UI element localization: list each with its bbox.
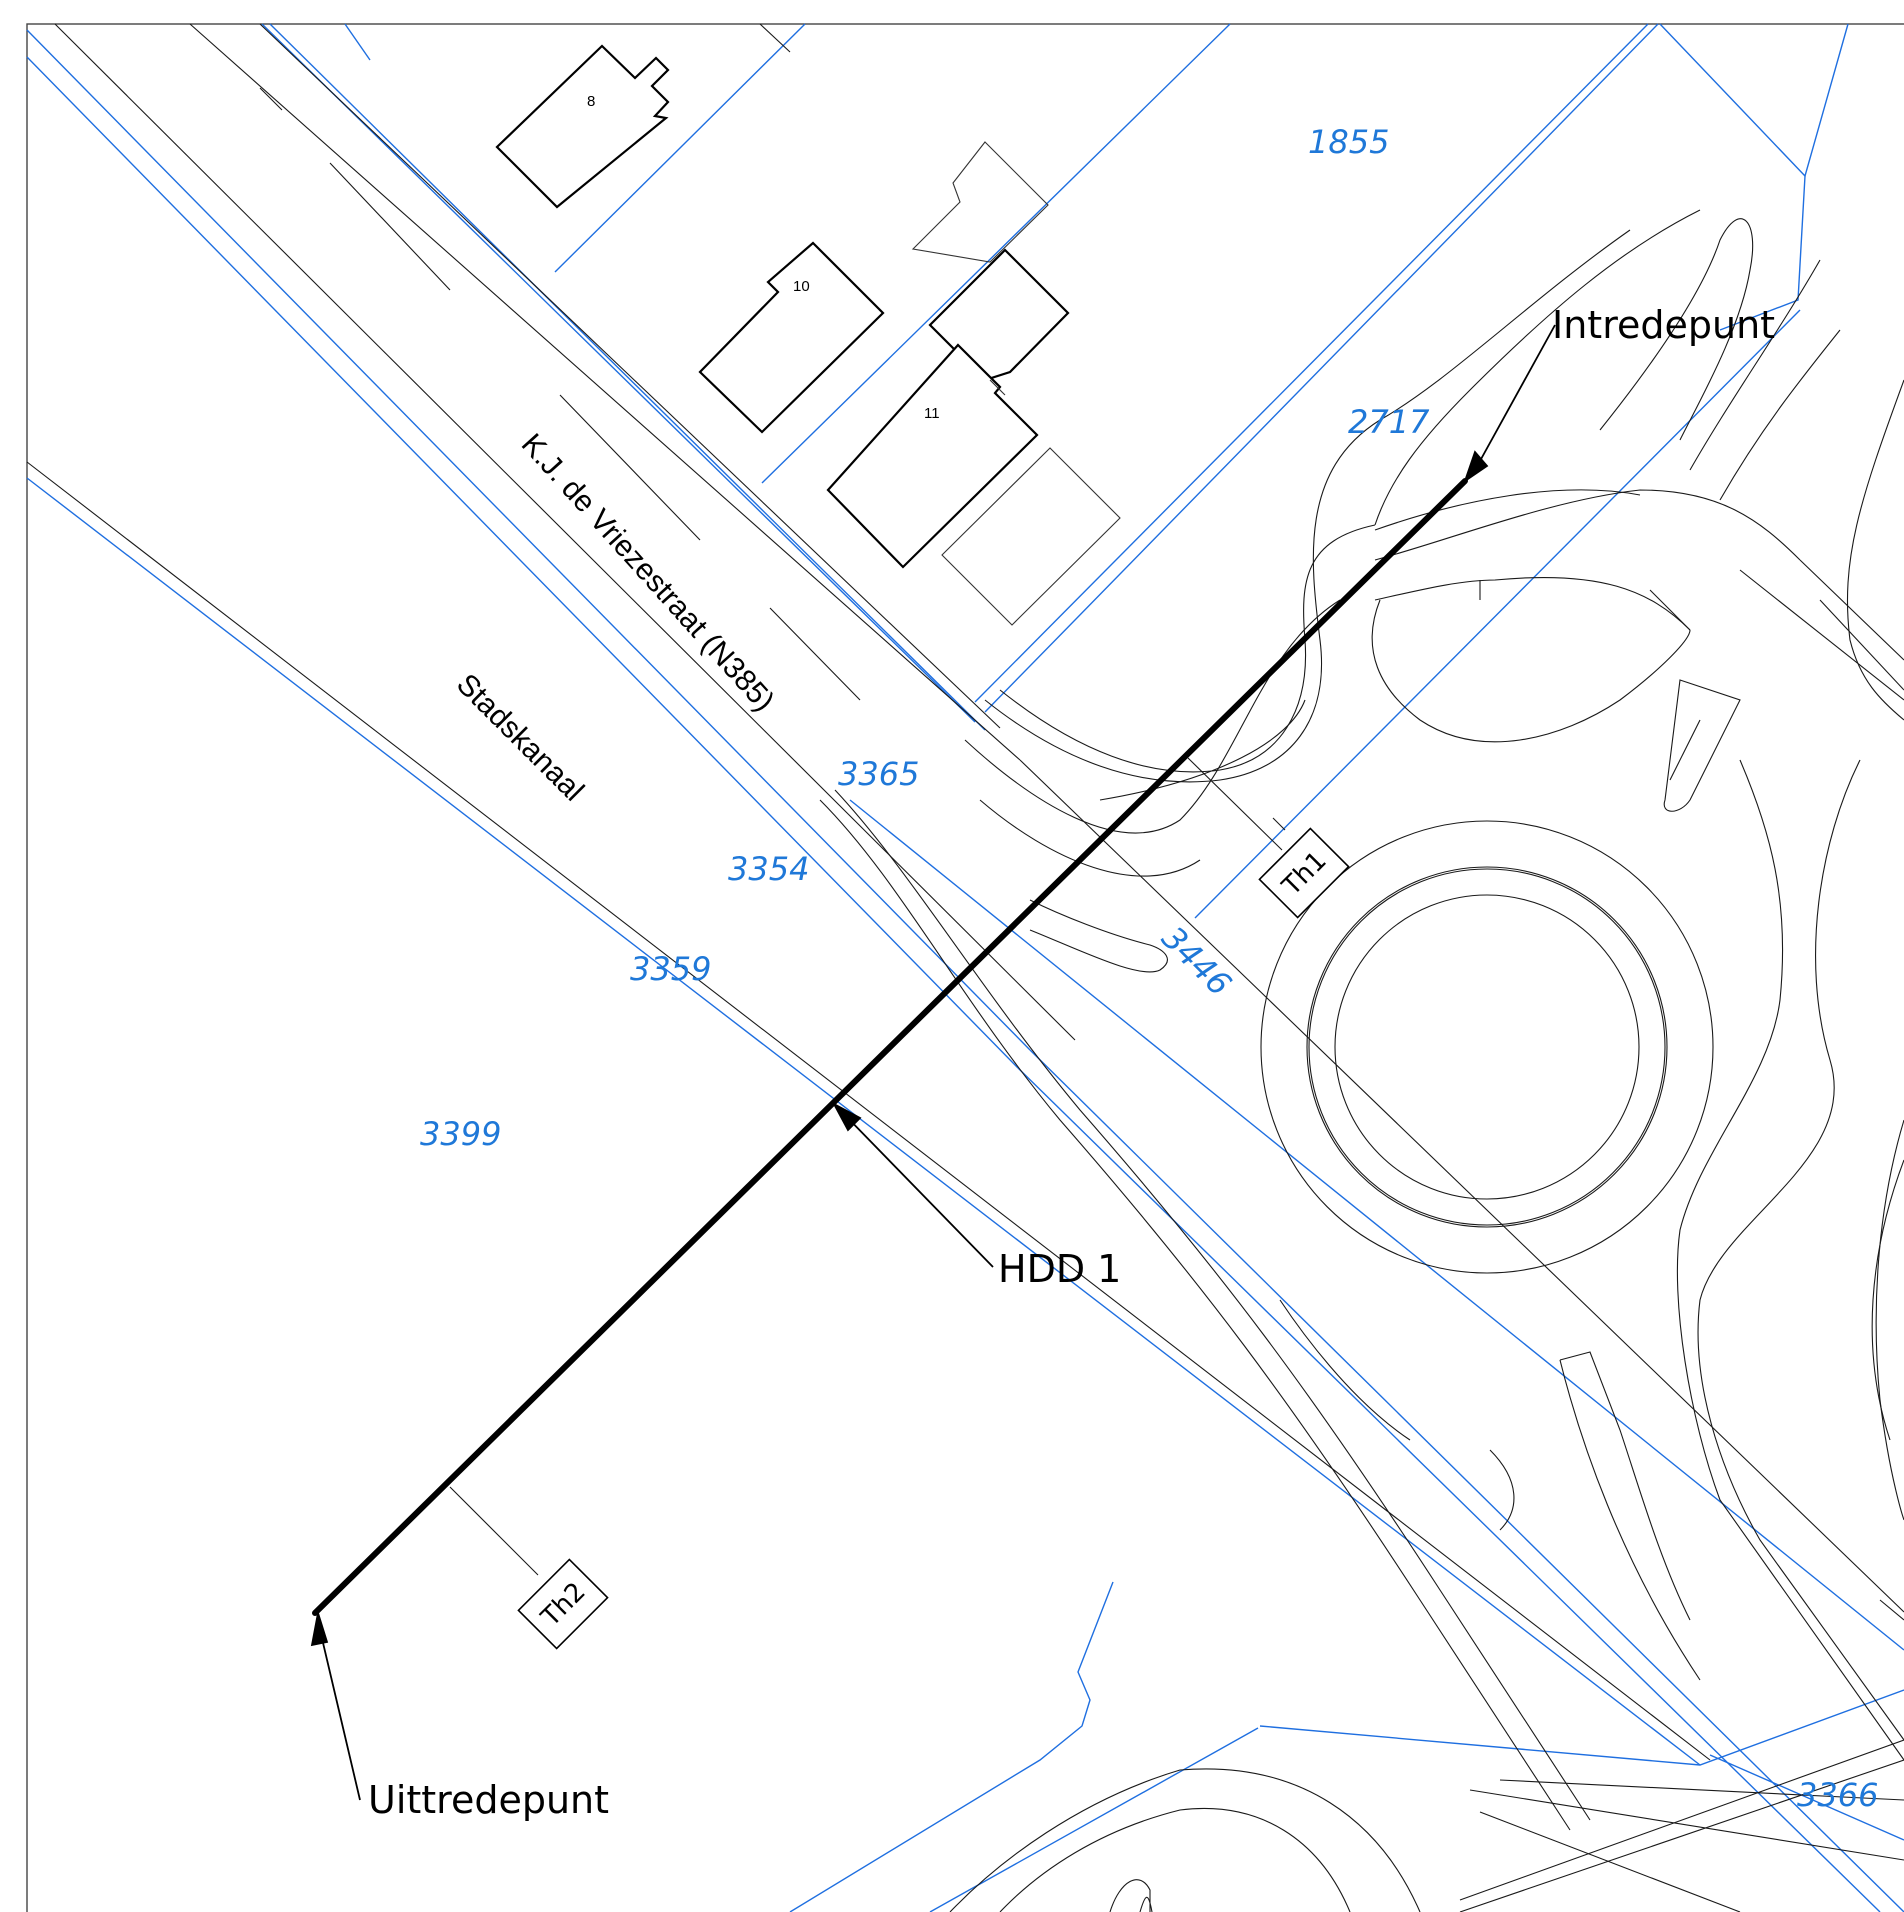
hdd-drill-line [312,478,1468,1616]
parcel-number: 3354 [728,850,809,888]
parcel-boundaries [26,23,1904,1912]
callout-hdd-1: HDD 1 [998,1247,1121,1291]
building-10 [698,241,885,434]
test-hole-th2: Th2 [517,1558,609,1650]
topography-lines [26,23,1904,1912]
building-outline-garage [941,447,1121,626]
building-8 [495,44,670,209]
buildings [495,44,1121,626]
callout-leaders [310,324,1556,1801]
house-number: 8 [587,93,595,110]
parcel-number: 3359 [630,950,711,988]
building-11 [826,343,1039,569]
building-outline-shed [911,141,1049,263]
test-hole-th1: Th1 [1258,827,1350,919]
parcel-number: 3399 [420,1115,501,1153]
house-number: 10 [793,278,810,295]
street-label-main-road: K.J. de Vriezestraat (N385) [515,428,781,718]
parcel-number: 1855 [1308,123,1389,161]
parcel-number: 2717 [1348,403,1430,441]
callout-intredepunt: Intredepunt [1552,303,1775,347]
hdd-1-trace [312,478,1468,1616]
parcel-number: 3366 [1797,1776,1878,1814]
house-number: 11 [924,405,940,422]
parcel-number: 3365 [838,755,919,793]
building-11-annex [928,248,1070,382]
drawing-frame [26,23,1904,1912]
callout-uittredepunt: Uittredepunt [368,1778,609,1822]
street-label-canal: Stadskanaal [450,668,590,808]
